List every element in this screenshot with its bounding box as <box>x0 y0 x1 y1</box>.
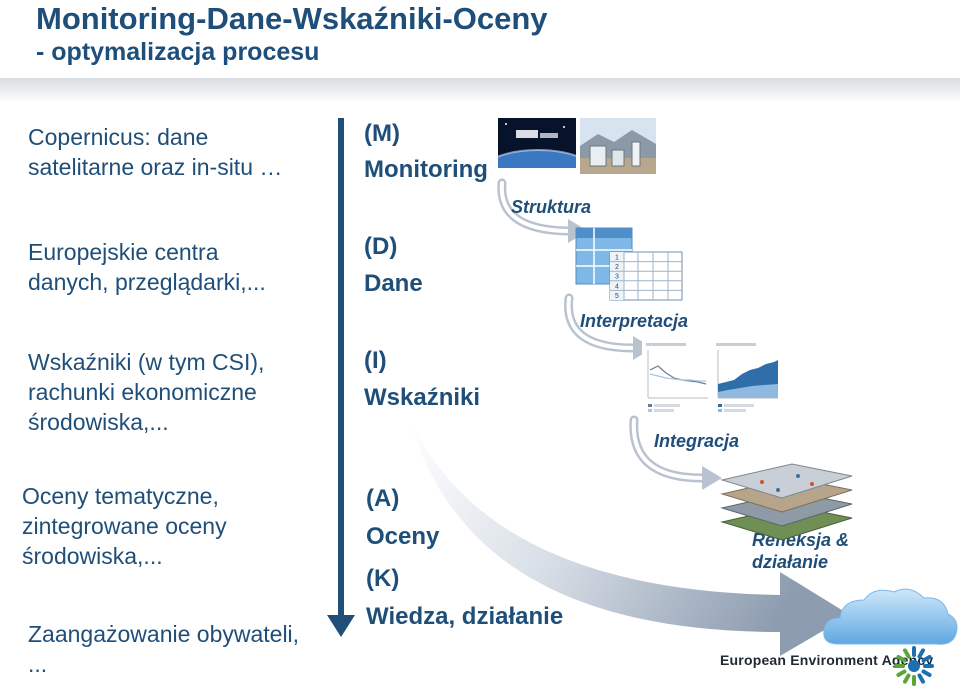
left-item-line: danych, przeglądarki,... <box>28 269 266 295</box>
flow-step-integracja: Integracja <box>654 431 740 451</box>
cloud-image <box>823 588 958 645</box>
table-row-number: 1 <box>615 255 619 262</box>
eea-logo-icon <box>894 646 934 686</box>
satellite-image <box>498 118 576 168</box>
slide-title: Monitoring-Dane-Wskaźniki-Oceny <box>36 1 548 36</box>
flow-step-struktura: Struktura <box>511 197 592 217</box>
left-item-line: zintegrowane oceny <box>22 513 227 539</box>
table-row-number: 5 <box>615 293 619 300</box>
slide-subtitle: - optymalizacja procesu <box>36 38 320 66</box>
table-icon: 1 2 3 4 5 <box>575 227 683 301</box>
left-item-line: Europejskie centra <box>28 239 219 265</box>
left-item-data-centres: Europejskie centra danych, przeglądarki,… <box>28 237 266 297</box>
left-item-line: rachunki ekonomiczne <box>28 379 257 405</box>
table-row-number: 2 <box>615 264 619 271</box>
vertical-process-arrow <box>338 118 344 618</box>
stage-label-monitoring: Monitoring <box>364 156 488 183</box>
left-item-indicators: Wskaźniki (w tym CSI), rachunki ekonomic… <box>28 347 264 437</box>
left-item-line: Copernicus: dane <box>28 124 209 150</box>
stage-code-k: (K) <box>366 565 400 592</box>
stage-label-wskazniki: Wskaźniki <box>364 384 481 411</box>
flow-step-line: działanie <box>752 552 829 572</box>
left-item-line: środowiska,... <box>22 543 163 569</box>
stage-label-dane: Dane <box>364 270 423 297</box>
eea-brand-name: European Environment Agency <box>720 652 934 668</box>
stage-code-d: (D) <box>364 233 398 260</box>
left-item-assessments: Oceny tematyczne, zintegrowane oceny śro… <box>22 481 227 571</box>
stage-code-i: (I) <box>364 347 387 374</box>
left-item-copernicus: Copernicus: dane satelitarne oraz in-sit… <box>28 122 282 182</box>
table-row-number: 3 <box>615 274 619 281</box>
stage-code-m: (M) <box>364 120 400 147</box>
vertical-arrow-head <box>327 615 355 637</box>
stage-label-oceny: Oceny <box>366 523 440 550</box>
left-item-line: Oceny tematyczne, <box>22 483 219 509</box>
left-item-line: ... <box>28 651 48 677</box>
gis-layers-image <box>720 463 853 541</box>
indicator-charts-thumbnail <box>642 340 782 416</box>
left-item-line: Wskaźniki (w tym CSI), <box>28 349 265 375</box>
left-item-line: środowiska,... <box>28 409 169 435</box>
table-row-number: 4 <box>615 283 619 290</box>
curved-arrow-integracja <box>629 415 722 490</box>
left-item-line: Zaangażowanie obywateli, <box>28 621 300 647</box>
title-divider <box>0 78 960 102</box>
left-item-line: satelitarne oraz in-situ … <box>28 154 283 180</box>
flow-step-interpretacja: Interpretacja <box>580 311 689 331</box>
left-item-engagement: Zaangażowanie obywateli, ... <box>28 619 299 679</box>
big-flow-arrow <box>410 420 850 656</box>
stage-code-a: (A) <box>366 485 400 512</box>
stage-label-wiedza: Wiedza, działanie <box>366 603 564 630</box>
in-situ-station-image <box>580 118 656 174</box>
